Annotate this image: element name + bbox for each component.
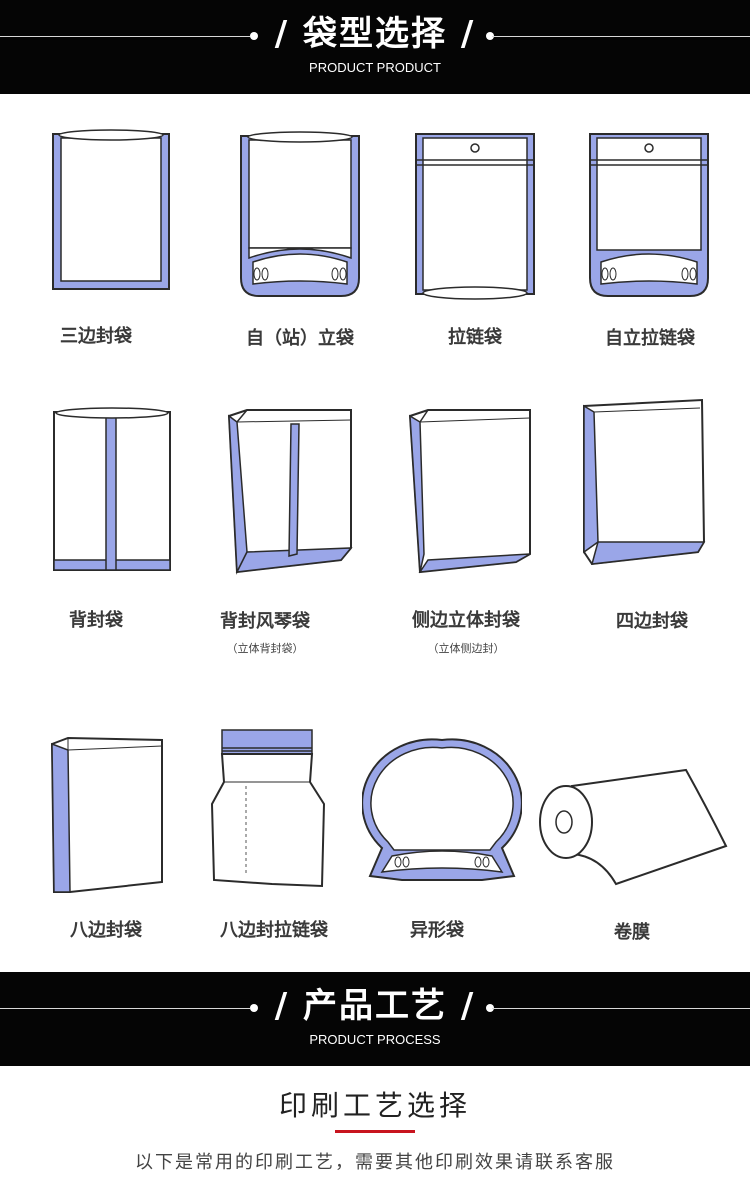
section-banner-process: / 产品工艺 / PRODUCT PROCESS <box>0 972 750 1066</box>
bag-label-eight-side-zipper: 八边封拉链袋 <box>220 920 328 941</box>
gusset-back-seal-bag-icon <box>225 404 355 576</box>
shaped-bag-icon <box>362 738 522 888</box>
stand-up-zipper-bag-icon <box>587 130 711 302</box>
section-banner-bag-types: / 袋型选择 / PRODUCT PRODUCT <box>0 0 750 94</box>
banner-subtitle: PRODUCT PRODUCT <box>309 60 441 75</box>
bag-label-stand-up: 自（站）立袋 <box>246 328 354 349</box>
banner-divider-left <box>0 1008 250 1009</box>
heading-underline <box>335 1130 415 1133</box>
bag-label-roll-film: 卷膜 <box>614 922 650 943</box>
bag-note-side-gusset: （立体侧边封） <box>427 642 505 655</box>
banner-divider-right <box>492 36 750 37</box>
zipper-bag-icon <box>413 130 537 302</box>
eight-side-zipper-bag-icon <box>206 726 330 892</box>
banner-dot-right <box>486 1004 494 1012</box>
stand-up-bag-icon <box>237 128 363 302</box>
banner-dot-left <box>250 32 258 40</box>
bag-label-zipper: 拉链袋 <box>448 327 502 348</box>
bag-label-stand-up-zipper: 自立拉链袋 <box>605 328 695 349</box>
bag-label-three-side-seal: 三边封袋 <box>60 326 132 347</box>
process-description: 以下是常用的印刷工艺，需要其他印刷效果请联系客服 <box>135 1152 615 1173</box>
banner-dot-left <box>250 1004 258 1012</box>
banner-title: / 袋型选择 / <box>274 14 476 54</box>
banner-subtitle: PRODUCT PROCESS <box>309 1032 441 1047</box>
banner-title: / 产品工艺 / <box>274 986 476 1026</box>
three-side-seal-bag-icon <box>50 126 172 294</box>
bag-label-back-seal: 背封袋 <box>69 610 123 631</box>
bag-note-gusset-back-seal: （立体背封袋） <box>226 642 304 655</box>
bag-label-four-side-seal: 四边封袋 <box>616 611 688 632</box>
bag-label-gusset-back-seal: 背封风琴袋 <box>220 611 310 632</box>
banner-divider-left <box>0 36 250 37</box>
four-side-seal-bag-icon <box>580 396 708 570</box>
roll-film-icon <box>536 766 732 890</box>
bag-label-shaped: 异形袋 <box>410 920 464 941</box>
back-seal-bag-icon <box>51 404 173 574</box>
bag-label-side-gusset: 侧边立体封袋 <box>412 610 520 631</box>
eight-side-seal-bag-icon <box>48 736 166 898</box>
side-gusset-bag-icon <box>406 404 534 576</box>
bag-label-eight-side-seal: 八边封袋 <box>70 920 142 941</box>
process-heading: 印刷工艺选择 <box>278 1089 471 1122</box>
banner-divider-right <box>492 1008 750 1009</box>
banner-dot-right <box>486 32 494 40</box>
